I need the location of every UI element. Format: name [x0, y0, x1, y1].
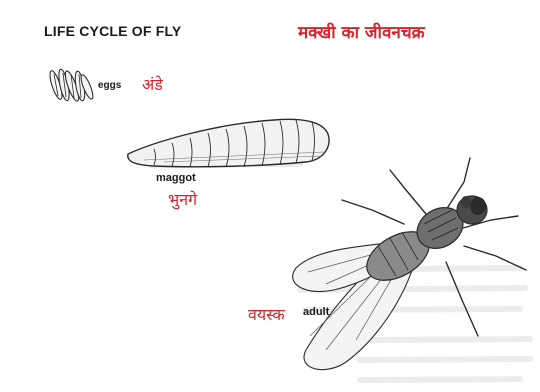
eggs-label-english: eggs [98, 80, 121, 91]
eggs-label-hindi: अंडे [142, 73, 163, 95]
adult-label-english: adult [303, 306, 329, 318]
adult-label-hindi: वयस्क [248, 303, 285, 325]
fly-illustration [286, 150, 538, 390]
title-hindi: मक्खी का जीवनचक्र [298, 20, 425, 43]
maggot-label-english: maggot [156, 172, 196, 184]
maggot-label-hindi: भुनगे [168, 188, 197, 210]
title-english: LIFE CYCLE OF FLY [44, 23, 181, 39]
eggs-illustration [46, 64, 96, 106]
